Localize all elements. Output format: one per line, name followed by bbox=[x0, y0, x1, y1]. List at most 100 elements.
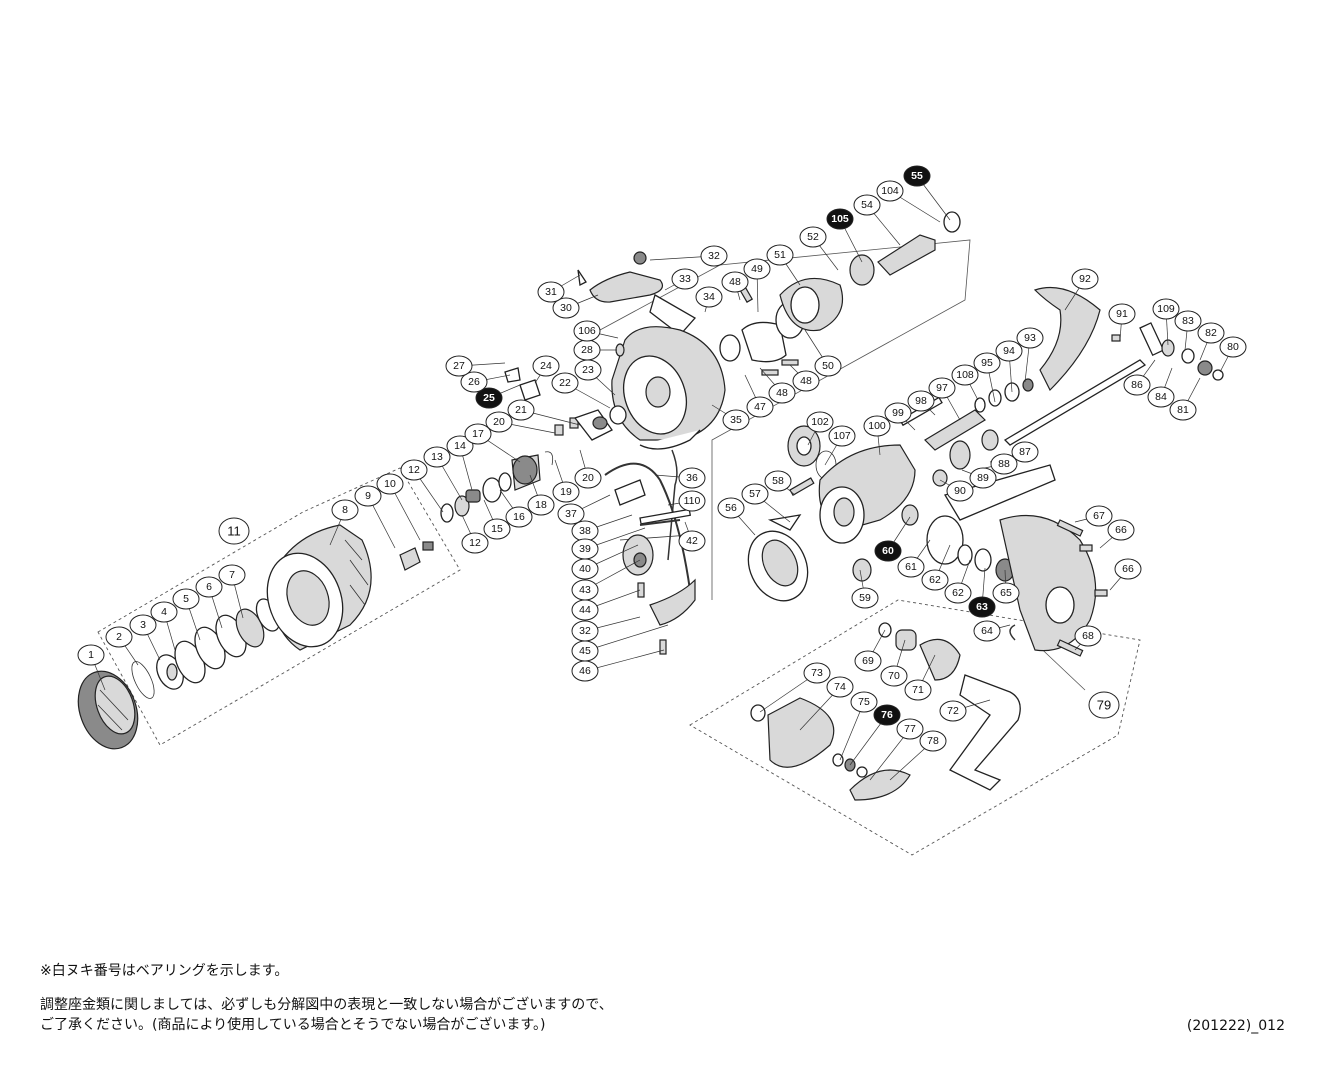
svg-text:91: 91 bbox=[1116, 308, 1128, 320]
svg-text:49: 49 bbox=[751, 263, 763, 275]
part-label-104: 104 bbox=[876, 180, 904, 202]
svg-text:62: 62 bbox=[929, 574, 941, 586]
svg-text:44: 44 bbox=[579, 604, 591, 616]
part-label-97: 97 bbox=[928, 377, 956, 399]
part-label-5: 5 bbox=[172, 588, 200, 610]
part-label-58: 58 bbox=[764, 470, 792, 492]
part-label-4: 4 bbox=[150, 601, 178, 623]
part-label-19: 19 bbox=[552, 481, 580, 503]
part-label-92: 92 bbox=[1071, 268, 1099, 290]
svg-text:83: 83 bbox=[1182, 315, 1194, 327]
svg-text:84: 84 bbox=[1155, 391, 1167, 403]
svg-text:18: 18 bbox=[535, 499, 547, 511]
svg-text:86: 86 bbox=[1131, 379, 1143, 391]
svg-text:78: 78 bbox=[927, 735, 939, 747]
svg-text:82: 82 bbox=[1205, 327, 1217, 339]
part-label-42: 42 bbox=[678, 530, 706, 552]
svg-text:58: 58 bbox=[772, 475, 784, 487]
svg-text:55: 55 bbox=[911, 170, 923, 182]
part-label-34: 34 bbox=[695, 286, 723, 308]
svg-text:36: 36 bbox=[686, 472, 698, 484]
adjustment-note-line2: ご了承ください。(商品により使用している場合とそうでない場合がございます。) bbox=[40, 1017, 546, 1033]
rotor-bail-arm bbox=[577, 251, 697, 336]
diagram-code: (201222)_012 bbox=[1186, 1018, 1285, 1034]
svg-text:109: 109 bbox=[1157, 303, 1175, 315]
svg-text:12: 12 bbox=[469, 537, 481, 549]
part-label-40: 40 bbox=[571, 558, 599, 580]
part-label-50: 50 bbox=[814, 355, 842, 377]
svg-text:60: 60 bbox=[882, 545, 894, 557]
svg-text:98: 98 bbox=[915, 395, 927, 407]
part-label-49: 49 bbox=[743, 258, 771, 280]
part-label-25: 25 bbox=[475, 387, 503, 409]
spool-washers bbox=[131, 598, 281, 699]
svg-text:27: 27 bbox=[453, 360, 465, 372]
svg-text:15: 15 bbox=[491, 523, 503, 535]
part-label-48: 48 bbox=[768, 382, 796, 404]
svg-text:99: 99 bbox=[892, 407, 904, 419]
part-label-7: 7 bbox=[218, 564, 246, 586]
part-label-45: 45 bbox=[571, 640, 599, 662]
svg-text:57: 57 bbox=[749, 488, 761, 500]
svg-text:104: 104 bbox=[881, 185, 899, 197]
part-number-labels: 1234567891011121213141516171819202021222… bbox=[77, 165, 1247, 752]
svg-text:105: 105 bbox=[831, 213, 849, 225]
svg-text:28: 28 bbox=[581, 344, 593, 356]
part-label-71: 71 bbox=[904, 679, 932, 701]
svg-text:77: 77 bbox=[904, 723, 916, 735]
part-label-17: 17 bbox=[464, 423, 492, 445]
spool-clicker bbox=[399, 541, 434, 571]
part-label-75: 75 bbox=[850, 691, 878, 713]
part-label-10: 10 bbox=[376, 473, 404, 495]
svg-text:94: 94 bbox=[1003, 345, 1015, 357]
part-label-109: 109 bbox=[1152, 298, 1180, 320]
part-label-32: 32 bbox=[571, 620, 599, 642]
part-label-100: 100 bbox=[863, 415, 891, 437]
part-label-84: 84 bbox=[1147, 386, 1175, 408]
part-label-28: 28 bbox=[573, 339, 601, 361]
rotor-brake-lever bbox=[1003, 286, 1224, 446]
svg-text:106: 106 bbox=[578, 325, 596, 337]
part-label-56: 56 bbox=[717, 497, 745, 519]
svg-text:31: 31 bbox=[545, 286, 557, 298]
svg-text:1: 1 bbox=[88, 649, 94, 661]
svg-text:17: 17 bbox=[472, 428, 484, 440]
svg-text:95: 95 bbox=[981, 357, 993, 369]
svg-text:45: 45 bbox=[579, 645, 591, 657]
part-label-107: 107 bbox=[828, 425, 856, 447]
svg-text:71: 71 bbox=[912, 684, 924, 696]
part-label-21: 21 bbox=[507, 399, 535, 421]
svg-text:20: 20 bbox=[582, 472, 594, 484]
svg-text:34: 34 bbox=[703, 291, 715, 303]
svg-text:107: 107 bbox=[833, 430, 851, 442]
svg-text:64: 64 bbox=[981, 625, 993, 637]
svg-text:48: 48 bbox=[776, 387, 788, 399]
svg-text:93: 93 bbox=[1024, 332, 1036, 344]
svg-text:2: 2 bbox=[116, 631, 122, 643]
part-label-13: 13 bbox=[423, 446, 451, 468]
part-label-48: 48 bbox=[721, 271, 749, 293]
part-label-24: 24 bbox=[532, 355, 560, 377]
spool-body bbox=[266, 524, 372, 651]
part-label-27: 27 bbox=[445, 355, 473, 377]
part-label-22: 22 bbox=[551, 372, 579, 394]
part-label-79: 79 bbox=[1088, 691, 1120, 719]
part-label-14: 14 bbox=[446, 435, 474, 457]
svg-text:79: 79 bbox=[1097, 698, 1111, 713]
part-label-8: 8 bbox=[331, 499, 359, 521]
svg-text:48: 48 bbox=[729, 276, 741, 288]
svg-text:12: 12 bbox=[408, 464, 420, 476]
part-label-80: 80 bbox=[1219, 336, 1247, 358]
part-label-74: 74 bbox=[826, 676, 854, 698]
svg-text:76: 76 bbox=[881, 709, 893, 721]
svg-text:47: 47 bbox=[754, 401, 766, 413]
svg-text:23: 23 bbox=[582, 364, 594, 376]
svg-text:73: 73 bbox=[811, 667, 823, 679]
pinion-assembly bbox=[719, 211, 961, 376]
reel-body-gearbox bbox=[818, 444, 916, 544]
svg-text:30: 30 bbox=[560, 302, 572, 314]
part-label-55: 55 bbox=[903, 165, 931, 187]
svg-text:37: 37 bbox=[565, 508, 577, 520]
part-label-81: 81 bbox=[1169, 399, 1197, 421]
part-label-62: 62 bbox=[921, 569, 949, 591]
